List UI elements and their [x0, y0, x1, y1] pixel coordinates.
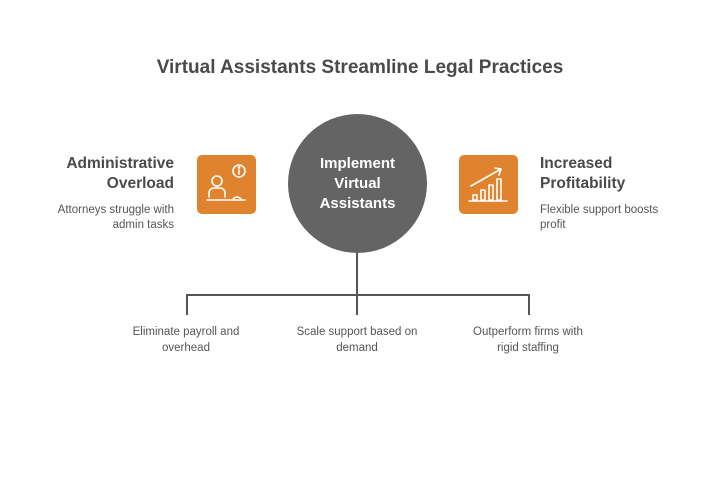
center-node: Implement Virtual Assistants	[288, 114, 427, 253]
connector-vertical-right	[528, 294, 530, 315]
right-node-text: Increased Profitability Flexible support…	[540, 154, 658, 233]
connector-horizontal	[186, 294, 530, 296]
connector-vertical-center	[356, 253, 358, 315]
left-node-text: Administrative Overload Attorneys strugg…	[58, 154, 174, 233]
person-at-desk-info-icon	[197, 155, 256, 214]
branch-label-scale: Scale support based on demand	[296, 326, 418, 354]
branch-label-outperform: Outperform firms with rigid staffing	[473, 326, 583, 354]
growth-bar-chart-icon	[459, 155, 518, 214]
left-node-title: Administrative Overload	[66, 155, 174, 192]
left-node-description: Attorneys struggle with admin tasks	[57, 204, 174, 231]
diagram-title: Virtual Assistants Streamline Legal Prac…	[156, 57, 564, 78]
right-node-description: Flexible support boosts profit	[540, 204, 659, 231]
connector-vertical-left	[186, 294, 188, 315]
branch-label-payroll: Eliminate payroll and overhead	[132, 326, 240, 354]
right-node-title: Increased Profitability	[540, 155, 626, 192]
center-node-label: Implement Virtual Assistants	[319, 154, 396, 212]
